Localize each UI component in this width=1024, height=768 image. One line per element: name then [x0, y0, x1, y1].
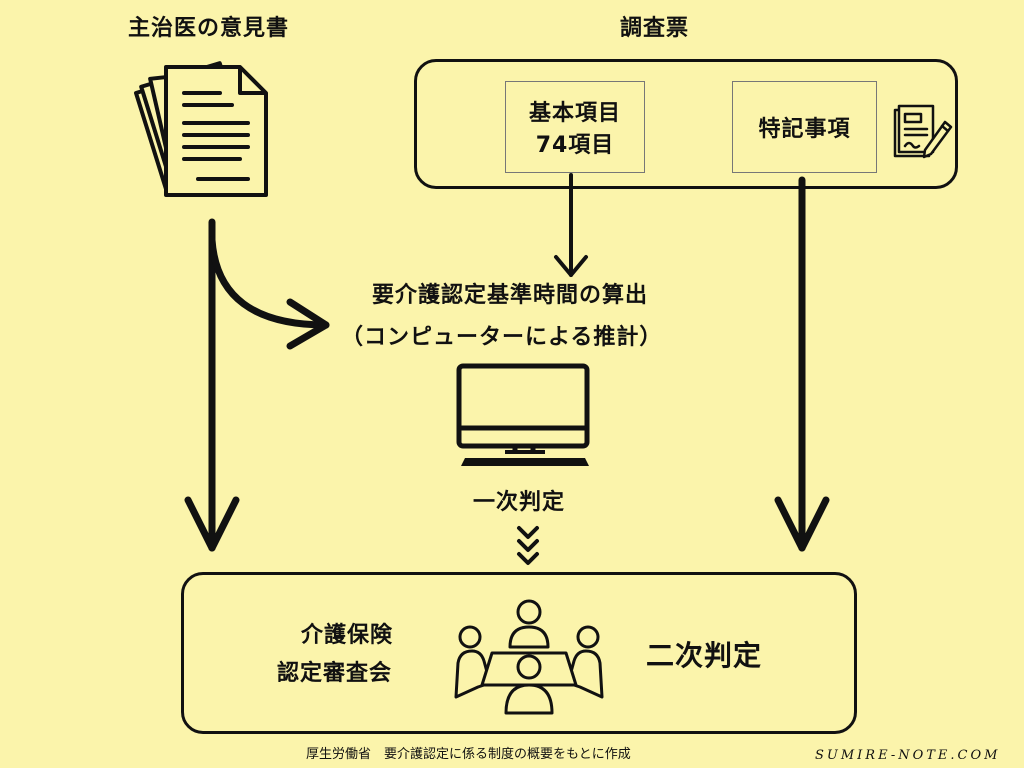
- special-notes-box: 特記事項: [732, 81, 877, 173]
- council-name-line2: 認定審査会: [277, 661, 393, 686]
- basic-items-count: 74項目: [535, 133, 615, 158]
- council-name-line1: 介護保険: [301, 623, 394, 648]
- basic-items-box: 基本項目 74項目: [505, 81, 645, 173]
- arrow-opinion-to-council: [184, 218, 240, 552]
- arrow-special-notes-to-council: [774, 176, 830, 552]
- survey-box: 基本項目 74項目 特記事項: [414, 59, 958, 189]
- calculation-title: 要介護認定基準時間の算出: [372, 283, 649, 308]
- meeting-people-icon: [454, 599, 604, 715]
- special-notes-label: 特記事項: [758, 117, 851, 142]
- arrow-opinion-to-calculation: [208, 236, 330, 350]
- computer-icon: [456, 363, 590, 466]
- arrow-basic-items-to-calculation: [554, 173, 588, 277]
- source-note: 厚生労働省 要介護認定に係る制度の概要をもとに作成: [306, 747, 631, 762]
- calculation-subtitle: （コンピューターによる推計）: [341, 325, 663, 350]
- second-judgment-label: 二次判定: [646, 639, 763, 672]
- certification-council-box: 介護保険 認定審査会 二次判定: [181, 572, 857, 734]
- documents-icon: [134, 61, 268, 197]
- doctor-opinion-title: 主治医の意見書: [128, 16, 290, 41]
- triple-chevron-down-icon: [517, 526, 539, 565]
- first-judgment-label: 一次判定: [473, 490, 566, 515]
- survey-title: 調査票: [620, 16, 690, 41]
- site-credit: SUMIRE-NOTE.COM: [815, 748, 1001, 763]
- form-pen-icon: [893, 104, 953, 159]
- basic-items-label: 基本項目: [528, 101, 621, 126]
